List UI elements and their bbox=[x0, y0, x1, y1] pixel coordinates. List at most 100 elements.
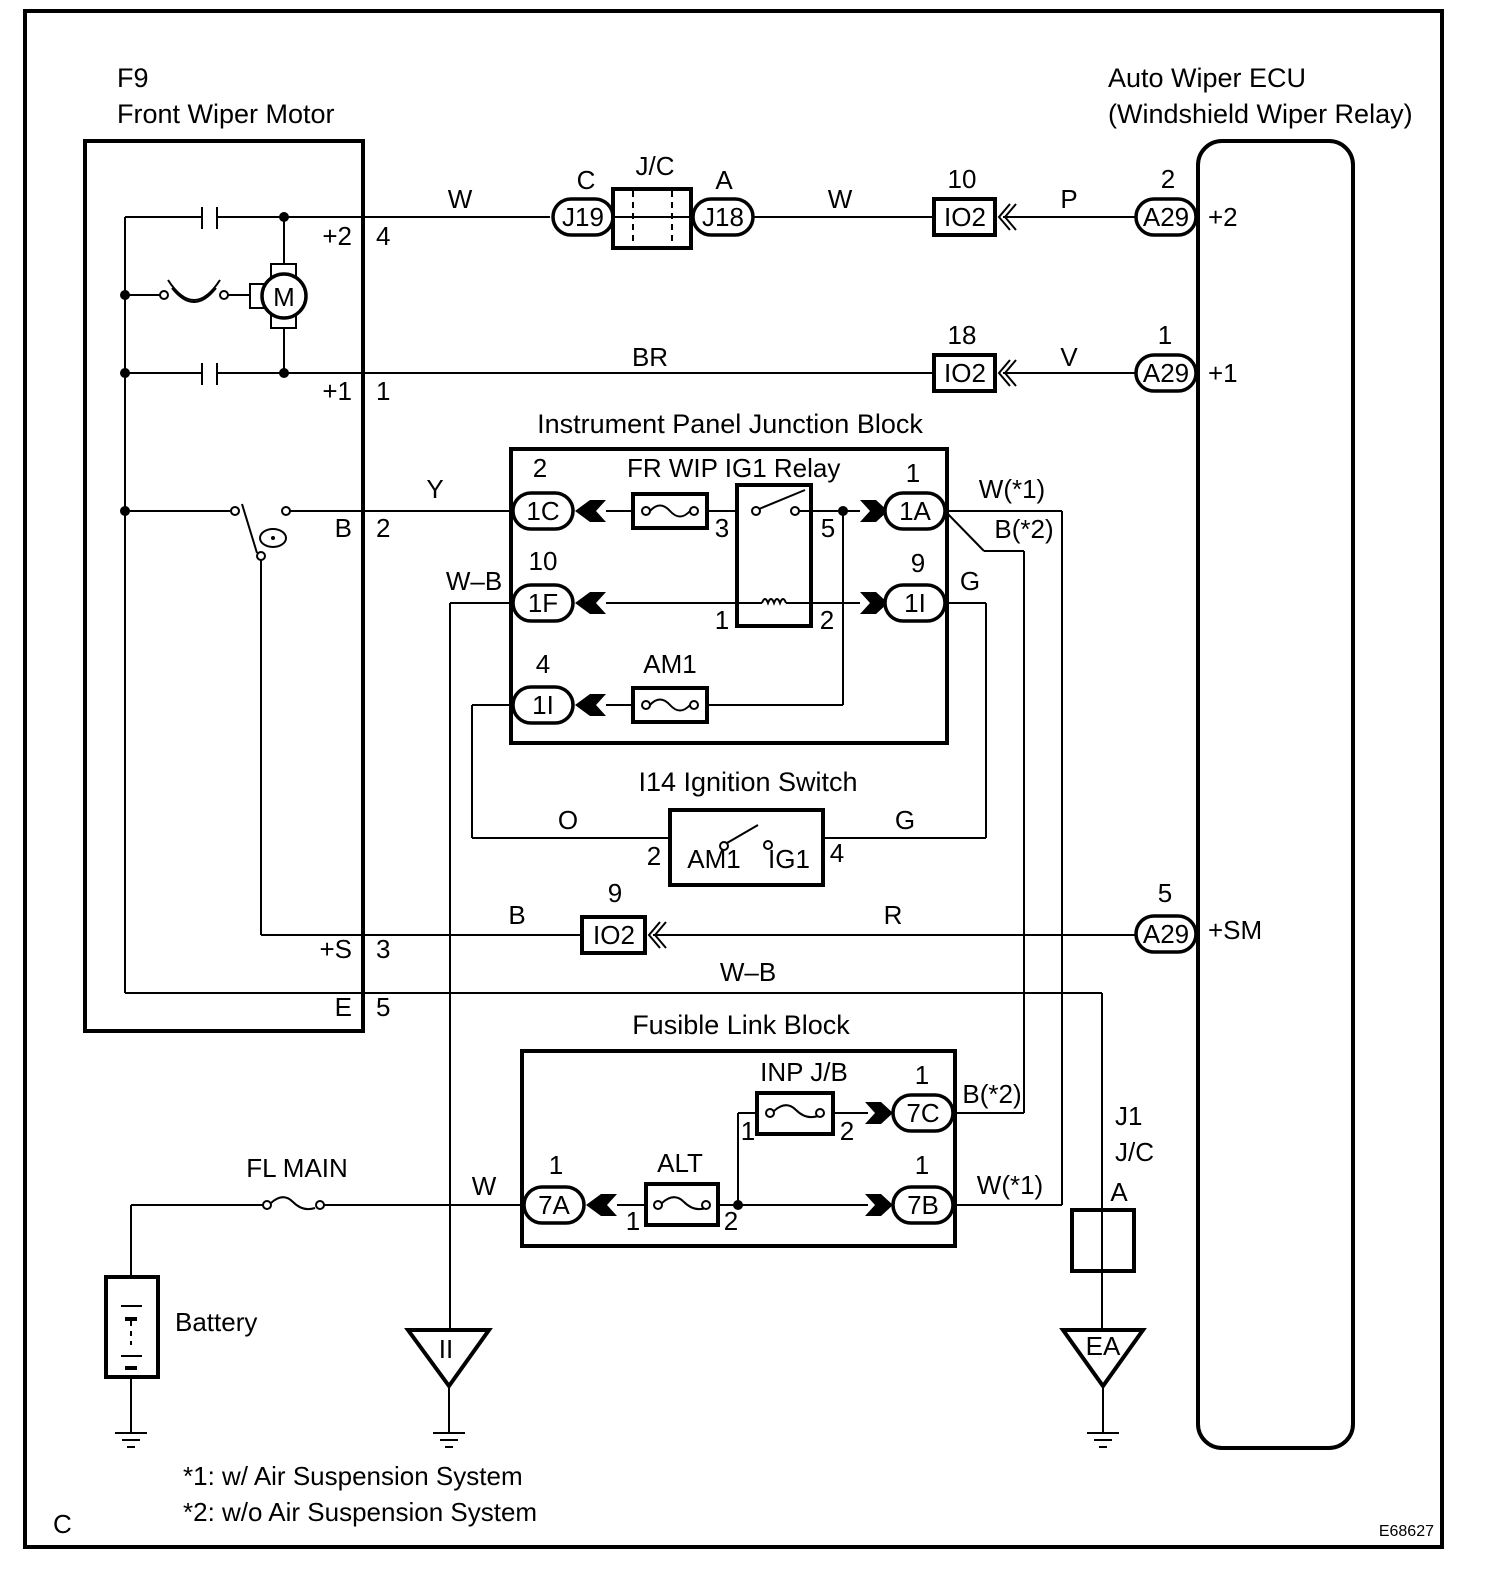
svg-text:A: A bbox=[1110, 1177, 1128, 1207]
svg-text:W: W bbox=[472, 1171, 497, 1201]
svg-text:B(*2): B(*2) bbox=[994, 514, 1053, 544]
svg-text:Instrument Panel Junction Bloc: Instrument Panel Junction Block bbox=[537, 409, 923, 439]
relay-coil-icon bbox=[761, 598, 787, 606]
svg-text:2: 2 bbox=[647, 841, 661, 871]
corner-label: C bbox=[53, 1509, 72, 1539]
svg-text:1: 1 bbox=[1158, 320, 1172, 350]
junction-connector-j1: J1 J/C A bbox=[1070, 1101, 1154, 1273]
svg-text:1: 1 bbox=[741, 1116, 755, 1146]
svg-text:9: 9 bbox=[608, 878, 622, 908]
svg-text:J/C: J/C bbox=[636, 151, 675, 181]
ground-point-ii: II bbox=[404, 1328, 493, 1448]
svg-text:7C: 7C bbox=[906, 1098, 939, 1128]
switch-contact-icon bbox=[726, 824, 759, 844]
note-2: *2: w/o Air Suspension System bbox=[183, 1497, 537, 1527]
svg-text:G: G bbox=[960, 566, 980, 596]
svg-text:1I: 1I bbox=[532, 690, 554, 720]
svg-text:A: A bbox=[715, 165, 733, 195]
connector-io2-10: 10 IO2 bbox=[932, 164, 1017, 237]
svg-text:I14 Ignition Switch: I14 Ignition Switch bbox=[638, 767, 857, 797]
svg-text:V: V bbox=[1060, 342, 1078, 372]
svg-text:9: 9 bbox=[911, 548, 925, 578]
ground-point-ea: EA bbox=[1059, 1328, 1147, 1448]
terminal-arrow-icon bbox=[865, 1102, 893, 1124]
svg-text:1F: 1F bbox=[528, 588, 558, 618]
connector-a29-2 bbox=[1134, 197, 1198, 237]
svg-text:(Windshield Wiper Relay): (Windshield Wiper Relay) bbox=[1108, 99, 1413, 129]
svg-text:W–B: W–B bbox=[720, 957, 776, 987]
note-1: *1: w/ Air Suspension System bbox=[183, 1461, 523, 1491]
svg-text:C: C bbox=[577, 165, 596, 195]
svg-text:1A: 1A bbox=[899, 496, 931, 526]
motor-name: Front Wiper Motor bbox=[117, 99, 335, 129]
svg-text:3: 3 bbox=[376, 934, 390, 964]
fusible-link-block: Fusible Link Block INP J/B 1 2 1 7C 1 7A… bbox=[520, 1010, 957, 1248]
svg-text:Fusible Link Block: Fusible Link Block bbox=[632, 1010, 850, 1040]
svg-text:2: 2 bbox=[533, 453, 547, 483]
svg-text:J19: J19 bbox=[562, 202, 604, 232]
outer-frame bbox=[23, 9, 1444, 1549]
svg-text:18: 18 bbox=[948, 320, 977, 350]
svg-text:J18: J18 bbox=[702, 202, 744, 232]
svg-text:A29: A29 bbox=[1143, 919, 1189, 949]
figure-id: E68627 bbox=[1379, 1523, 1434, 1540]
ignition-switch-housing bbox=[668, 808, 825, 887]
svg-text:O: O bbox=[558, 805, 578, 835]
motor-icon bbox=[260, 272, 308, 320]
svg-text:+2: +2 bbox=[322, 221, 352, 251]
svg-text:1I: 1I bbox=[904, 588, 926, 618]
battery-icon bbox=[104, 1275, 160, 1379]
svg-text:2: 2 bbox=[1161, 164, 1175, 194]
svg-text:J1: J1 bbox=[1115, 1101, 1142, 1131]
svg-text:B: B bbox=[335, 513, 352, 543]
svg-text:7A: 7A bbox=[538, 1190, 570, 1220]
svg-text:4: 4 bbox=[376, 221, 390, 251]
svg-text:INP J/B: INP J/B bbox=[760, 1057, 848, 1087]
svg-text:W: W bbox=[828, 184, 853, 214]
svg-text:AM1: AM1 bbox=[643, 649, 696, 679]
svg-text:1: 1 bbox=[915, 1060, 929, 1090]
svg-text:Auto Wiper ECU: Auto Wiper ECU bbox=[1108, 63, 1306, 93]
svg-text:AM1: AM1 bbox=[687, 844, 740, 874]
terminal-arrow-icon bbox=[586, 1194, 617, 1216]
svg-text:II: II bbox=[439, 1334, 453, 1364]
svg-text:1: 1 bbox=[915, 1150, 929, 1180]
svg-text:B(*2): B(*2) bbox=[962, 1079, 1021, 1109]
svg-text:W(*1): W(*1) bbox=[979, 474, 1045, 504]
ignition-switch: I14 Ignition Switch AM1 IG1 2 4 bbox=[638, 767, 858, 887]
svg-text:2: 2 bbox=[840, 1116, 854, 1146]
svg-text:5: 5 bbox=[821, 513, 835, 543]
motor-symbol: M bbox=[273, 282, 295, 312]
svg-text:4: 4 bbox=[536, 649, 550, 679]
fusible-link-icon bbox=[270, 1196, 316, 1211]
svg-text:10: 10 bbox=[948, 164, 977, 194]
circuit-breaker-icon bbox=[167, 279, 221, 301]
svg-text:W(*1): W(*1) bbox=[977, 1170, 1043, 1200]
svg-text:IO2: IO2 bbox=[944, 358, 986, 388]
junction-block bbox=[611, 187, 693, 250]
terminal-arrow-icon bbox=[865, 1194, 893, 1216]
svg-text:FR WIP IG1 Relay: FR WIP IG1 Relay bbox=[627, 453, 840, 483]
svg-text:1: 1 bbox=[376, 376, 390, 406]
svg-text:BR: BR bbox=[632, 342, 668, 372]
svg-text:2: 2 bbox=[724, 1206, 738, 1236]
svg-text:P: P bbox=[1060, 184, 1077, 214]
svg-text:IO2: IO2 bbox=[593, 920, 635, 950]
svg-text:+2: +2 bbox=[1208, 202, 1238, 232]
svg-text:5: 5 bbox=[376, 992, 390, 1022]
auto-wiper-ecu: Auto Wiper ECU (Windshield Wiper Relay) … bbox=[1108, 63, 1413, 1450]
svg-text:+1: +1 bbox=[1208, 358, 1238, 388]
svg-text:ALT: ALT bbox=[657, 1148, 703, 1178]
svg-text:2: 2 bbox=[376, 513, 390, 543]
svg-text:7B: 7B bbox=[907, 1190, 939, 1220]
connector-a29-1 bbox=[1134, 353, 1198, 393]
wire-color: W bbox=[448, 184, 473, 214]
svg-text:1: 1 bbox=[906, 458, 920, 488]
svg-text:W–B: W–B bbox=[446, 566, 502, 596]
svg-text:+SM: +SM bbox=[1208, 915, 1262, 945]
motor-housing bbox=[83, 139, 365, 1033]
ecu-housing bbox=[1196, 139, 1355, 1450]
connector-io2-18: 18 IO2 bbox=[932, 320, 1017, 393]
svg-text:G: G bbox=[895, 805, 915, 835]
